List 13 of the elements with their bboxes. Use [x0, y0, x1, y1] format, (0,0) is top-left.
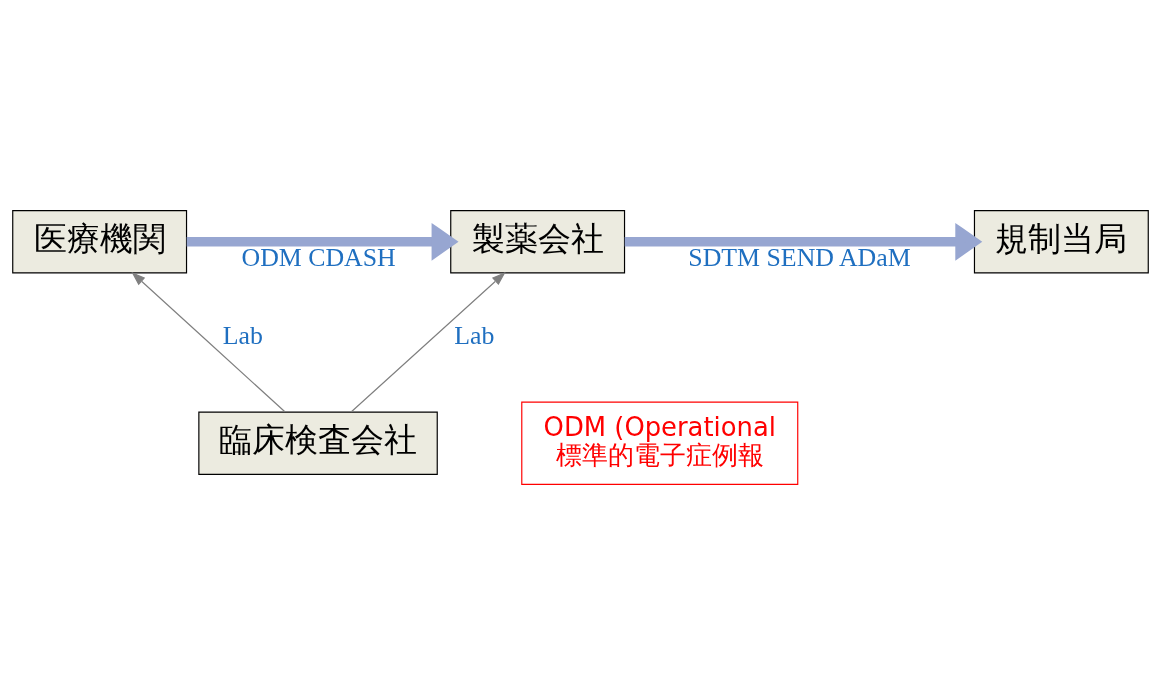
arrow — [186, 222, 459, 261]
node-box: ODM (Operational 標準的電子症例報 — [521, 401, 799, 485]
node-box: 医療機関 — [12, 209, 188, 273]
edge-label: Lab — [222, 320, 263, 350]
edge-label: SDTM SEND ADaM — [688, 242, 911, 272]
arrow — [131, 271, 286, 412]
node-box: 規制当局 — [973, 209, 1149, 273]
node-box: 臨床検査会社 — [198, 411, 438, 475]
edge-label: ODM CDASH — [241, 242, 396, 272]
arrow — [624, 222, 983, 261]
node-box: 製薬会社 — [450, 209, 626, 273]
arrow — [350, 271, 506, 412]
edge-label: Lab — [454, 320, 495, 350]
